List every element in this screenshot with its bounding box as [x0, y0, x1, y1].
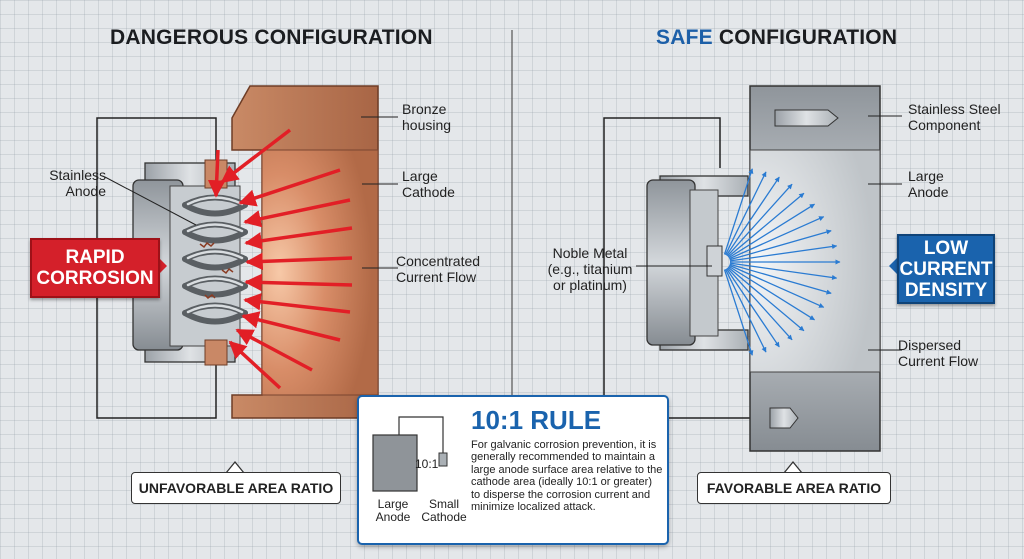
rule-connector-wire: [398, 416, 444, 453]
favorable-ratio-label: FAVORABLE AREA RATIO: [697, 472, 891, 504]
concentrated-current-arrows: [207, 128, 353, 390]
left-ratio-pointer: [225, 460, 245, 474]
low-current-density-badge: LOW CURRENT DENSITY: [897, 234, 995, 304]
rule-title: 10:1 RULE: [471, 405, 602, 435]
dispersed-arrow: [729, 243, 838, 262]
rule-area-diagram: [372, 416, 448, 492]
stainless-bolt-top: [774, 109, 839, 127]
badge-pointer-blue: [889, 258, 897, 274]
rule-ratio-label: 10:1: [415, 457, 439, 471]
label-concentrated-flow: Concentrated Current Flow: [396, 253, 481, 285]
dispersed-arrow: [723, 269, 754, 356]
dispersed-arrow: [729, 262, 838, 281]
label-dispersed-flow: Dispersed Current Flow: [898, 337, 979, 369]
label-large-cathode: Large Cathode: [402, 168, 455, 200]
label-noble-metal: Noble Metal (e.g., titanium or platinum): [547, 245, 633, 293]
right-ratio-pointer: [783, 460, 803, 474]
dangerous-assembly: [96, 85, 398, 474]
label-stainless-anode: Stainless Anode: [49, 167, 106, 199]
corrosion-pitting: [199, 241, 234, 299]
unfavorable-ratio-label: UNFAVORABLE AREA RATIO: [131, 472, 341, 504]
leader-stainless-anode: [104, 176, 197, 226]
safe-heading: SAFE CONFIGURATION: [656, 26, 897, 50]
large-anode-block: [372, 434, 418, 492]
label-stainless-component: Stainless Steel Component: [908, 101, 1001, 133]
safe-assembly: [603, 85, 902, 474]
dispersed-arrow: [725, 268, 780, 348]
dispersed-arrow: [728, 265, 815, 321]
dispersed-arrow: [727, 192, 805, 258]
small-cathode-block: [438, 452, 448, 467]
safe-heading-rest: CONFIGURATION: [712, 26, 898, 49]
stainless-inner: [749, 149, 881, 373]
stainless-bolt-bottom: [769, 407, 799, 429]
rule-large-anode-label: Large Anode: [375, 497, 411, 524]
dispersed-arrow: [729, 216, 825, 260]
rule-description: For galvanic corrosion prevention, it is…: [471, 439, 663, 514]
dispersed-arrow: [724, 268, 767, 353]
dispersed-arrow: [726, 267, 793, 341]
rapid-corrosion-badge: RAPID CORROSION: [30, 238, 160, 298]
badge-pointer-red: [159, 258, 167, 274]
dispersed-arrow: [729, 264, 825, 308]
bronze-cavity: [261, 149, 379, 396]
dispersed-arrow: [729, 229, 832, 261]
right-fitting-body: [646, 179, 696, 346]
dispersed-arrow: [725, 176, 780, 256]
dispersed-current-arrows: [723, 168, 841, 356]
label-large-anode: Large Anode: [908, 168, 949, 200]
left-copper-washer-bottom: [204, 339, 228, 366]
noble-metal-element: [706, 245, 723, 277]
dispersed-arrow: [728, 203, 815, 259]
dangerous-heading: DANGEROUS CONFIGURATION: [110, 26, 433, 49]
dispersed-arrow: [726, 183, 793, 257]
label-bronze-housing: Bronze housing: [402, 101, 452, 133]
dispersed-arrow: [729, 263, 832, 295]
dispersed-arrow: [724, 171, 767, 256]
dispersed-arrow: [723, 168, 754, 255]
ten-to-one-rule-box: 10:1 Large Anode Small Cathode 10:1 RULE…: [357, 395, 669, 545]
rule-small-cathode-label: Small Cathode: [421, 497, 467, 524]
dispersed-arrow: [727, 266, 805, 332]
safe-heading-accent: SAFE: [656, 26, 713, 49]
